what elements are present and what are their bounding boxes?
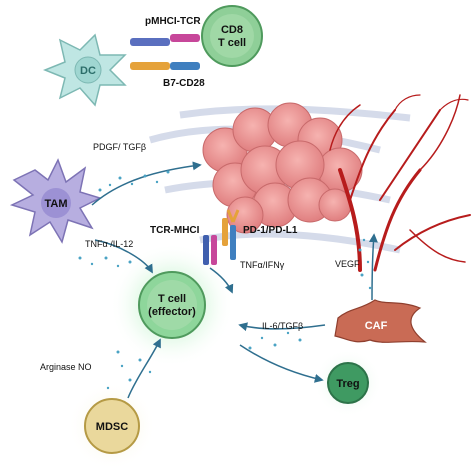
arrow-caf-to-tcell (238, 322, 326, 332)
pd1-pdl1-label: PD-1/PD-L1 (243, 225, 298, 236)
mdsc-label: MDSC (96, 421, 128, 433)
tcell-label-line1: T cell (158, 293, 186, 305)
arrow-mdsc-to-tcell (127, 338, 161, 399)
arrow-caf-vegf (368, 233, 378, 301)
arrow-tcell-to-treg (239, 344, 324, 383)
treg-cell (327, 362, 369, 404)
pmhci-tcr-label: pMHCI-TCR (145, 16, 201, 27)
receptor-pairs (130, 34, 200, 70)
tnfa-ifng-label: TNFα/IFNγ (240, 260, 285, 270)
dc-label: DC (80, 65, 96, 77)
vegf-label: VEGF (335, 259, 360, 269)
blood-vessels (329, 94, 471, 272)
arrow-tam-to-tcell (94, 239, 153, 274)
checkpoint-receptors (203, 209, 240, 265)
cd8-label-line1: CD8 (221, 24, 243, 36)
cd8-label-line2: T cell (218, 37, 246, 49)
tcr-mhci-label: TCR-MHCI (150, 225, 200, 236)
tnfa-il12-label: TNFα /IL-12 (85, 239, 133, 249)
treg-label: Treg (336, 378, 359, 390)
caf-label: CAF (365, 320, 388, 332)
arrow-tcell-ifn (209, 267, 234, 294)
tumor-mass (202, 102, 363, 234)
pdgf-tgfb-label: PDGF/ TGFβ (93, 142, 146, 152)
arrow-tam-to-tumor (91, 161, 202, 206)
signal-arrows (91, 161, 378, 399)
il6-tgfb-label: IL-6/TGFβ (262, 321, 303, 331)
tcell-label-line2: (effector) (148, 306, 196, 318)
cytokine-dots (78, 170, 372, 390)
tam-label: TAM (44, 198, 67, 210)
tam-cell (9, 158, 103, 244)
caf-cell (334, 299, 427, 343)
b7-cd28-label: B7-CD28 (163, 78, 205, 89)
arginase-no-label: Arginase NO (40, 362, 92, 372)
mdsc-cell (84, 398, 140, 454)
dc-cell (42, 33, 127, 107)
